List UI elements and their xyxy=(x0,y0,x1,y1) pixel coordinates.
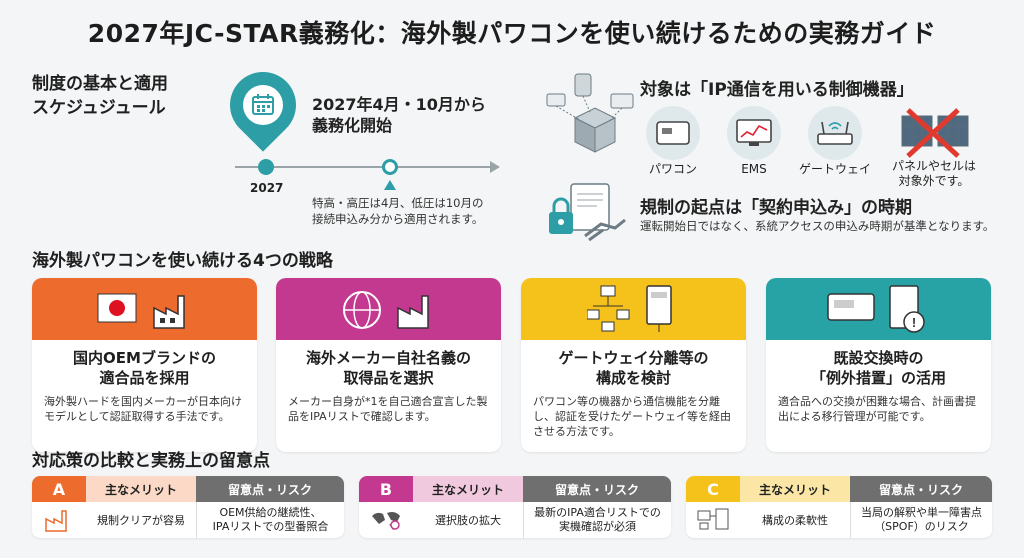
page-title: 2027年JC-STAR義務化：海外製パワコンを使い続けるための実務ガイド xyxy=(87,19,937,48)
inverter-icon xyxy=(646,106,700,160)
gateway-router-icon xyxy=(808,106,862,160)
risk-header: 留意点・リスク xyxy=(196,476,344,502)
schedule-section-label: 制度の基本と適用 スケジュジュール xyxy=(32,74,168,118)
card-body: メーカー自身が*1を自己適合宣言した製品をIPAリストで確認します。 xyxy=(288,395,488,423)
risk-text: 最新のIPA適合リストでの実機確認が必須 xyxy=(523,502,671,538)
comparison-row-c: C 主なメリット 留意点・リスク 構成の柔軟性 当局の解釈や単一障害点（SPOF… xyxy=(686,476,992,538)
comparison-row-b: B 主なメリット 留意点・リスク 選択肢の拡大 最新のIPA適合リストでの実機確… xyxy=(359,476,671,538)
trigger-note: 運転開始日ではなく、系統アクセスの申込み時期が基準となります。 xyxy=(640,219,995,233)
timeline-year: 2027 xyxy=(250,181,284,195)
merit-text: 構成の柔軟性 xyxy=(762,514,828,527)
strategy-card-exception: ! 既設交換時の 「例外措置」の活用 適合品への交換が困難な場合、計画書提出によ… xyxy=(766,278,991,452)
schedule-headline: 2027年4月・10月から 義務化開始 xyxy=(312,95,486,135)
device-label-gateway: ゲートウェイ xyxy=(798,162,871,176)
merit-header: 主なメリット xyxy=(86,476,196,502)
option-letter: B xyxy=(359,476,413,502)
card-header xyxy=(276,278,501,340)
risk-header: 留意点・リスク xyxy=(523,476,671,502)
card-body: 適合品への交換が困難な場合、計画書提出による移行管理が可能です。 xyxy=(778,395,976,423)
card-body: 海外製ハードを国内メーカーが日本向けモデルとして認証取得する手法です。 xyxy=(44,395,242,423)
network-devices-icon xyxy=(545,72,645,166)
target-heading: 対象は「IP通信を用いる制御機器」 xyxy=(640,80,914,100)
factory-icon xyxy=(32,502,86,538)
card-title: 海外メーカー自社名義の 取得品を選択 xyxy=(305,349,471,387)
solar-panel-excluded-icon xyxy=(896,106,972,160)
option-letter: A xyxy=(32,476,86,502)
merit-text: 選択肢の拡大 xyxy=(435,514,501,527)
strategy-card-overseas: 海外メーカー自社名義の 取得品を選択 メーカー自身が*1を自己適合宣言した製品を… xyxy=(276,278,501,452)
card-body: パワコン等の機器から通信機能を分離し、認証を受けたゲートウェイ等を経由させる方法… xyxy=(533,395,731,438)
device-label-inverter: パワコン xyxy=(648,162,697,176)
ems-monitor-icon xyxy=(727,106,781,160)
merit-header: 主なメリット xyxy=(740,476,850,502)
risk-header: 留意点・リスク xyxy=(850,476,992,502)
comparison-heading: 対応策の比較と実務上の留意点 xyxy=(32,451,270,471)
network-nodes-icon xyxy=(686,502,740,538)
contract-handshake-icon xyxy=(545,180,631,254)
merit-text: 規制クリアが容易 xyxy=(97,514,185,527)
timeline-arrow-icon xyxy=(490,161,500,173)
timeline-line xyxy=(235,166,495,168)
device-warning-icon: ! xyxy=(827,285,925,333)
schedule-note: 特高・高圧は4月、低圧は10月の 接続申込み分から適用されます。 xyxy=(312,196,484,226)
strategy-card-gateway: ゲートウェイ分離等の 構成を検討 パワコン等の機器から通信機能を分離し、認証を受… xyxy=(521,278,746,452)
device-label-panel: パネルやセルは 対象外です。 xyxy=(891,159,976,188)
comparison-row-a: A 主なメリット 留意点・リスク 規制クリアが容易 OEM供給の継続性、IPAリ… xyxy=(32,476,344,538)
risk-text: OEM供給の継続性、IPAリストでの型番照合 xyxy=(196,502,344,538)
calendar-icon xyxy=(243,85,283,125)
japan-flag-factory-icon xyxy=(97,293,185,329)
option-letter: C xyxy=(686,476,740,502)
risk-text: 当局の解釈や単一障害点（SPOF）のリスク xyxy=(850,502,992,538)
strategy-card-oem: 国内OEMブランドの 適合品を採用 海外製ハードを国内メーカーが日本向けモデルと… xyxy=(32,278,257,452)
card-title: 国内OEMブランドの 適合品を採用 xyxy=(73,349,216,387)
device-label-ems: EMS xyxy=(741,162,767,176)
world-map-icon xyxy=(359,502,413,538)
card-header xyxy=(32,278,257,340)
strategies-heading: 海外製パワコンを使い続ける4つの戦略 xyxy=(32,251,333,271)
card-title: ゲートウェイ分離等の 構成を検討 xyxy=(558,349,709,387)
timeline-next-dot xyxy=(382,159,398,175)
globe-factory-icon xyxy=(343,291,429,329)
card-header: ! xyxy=(766,278,991,340)
timeline-start-dot xyxy=(258,159,274,175)
merit-header: 主なメリット xyxy=(413,476,523,502)
card-title: 既設交換時の 「例外措置」の活用 xyxy=(810,349,946,387)
svg-text:!: ! xyxy=(912,315,916,330)
card-header xyxy=(521,278,746,340)
network-topology-icon xyxy=(587,285,672,332)
timeline-marker-icon xyxy=(384,180,396,190)
trigger-heading: 規制の起点は「契約申込み」の時期 xyxy=(640,198,912,218)
